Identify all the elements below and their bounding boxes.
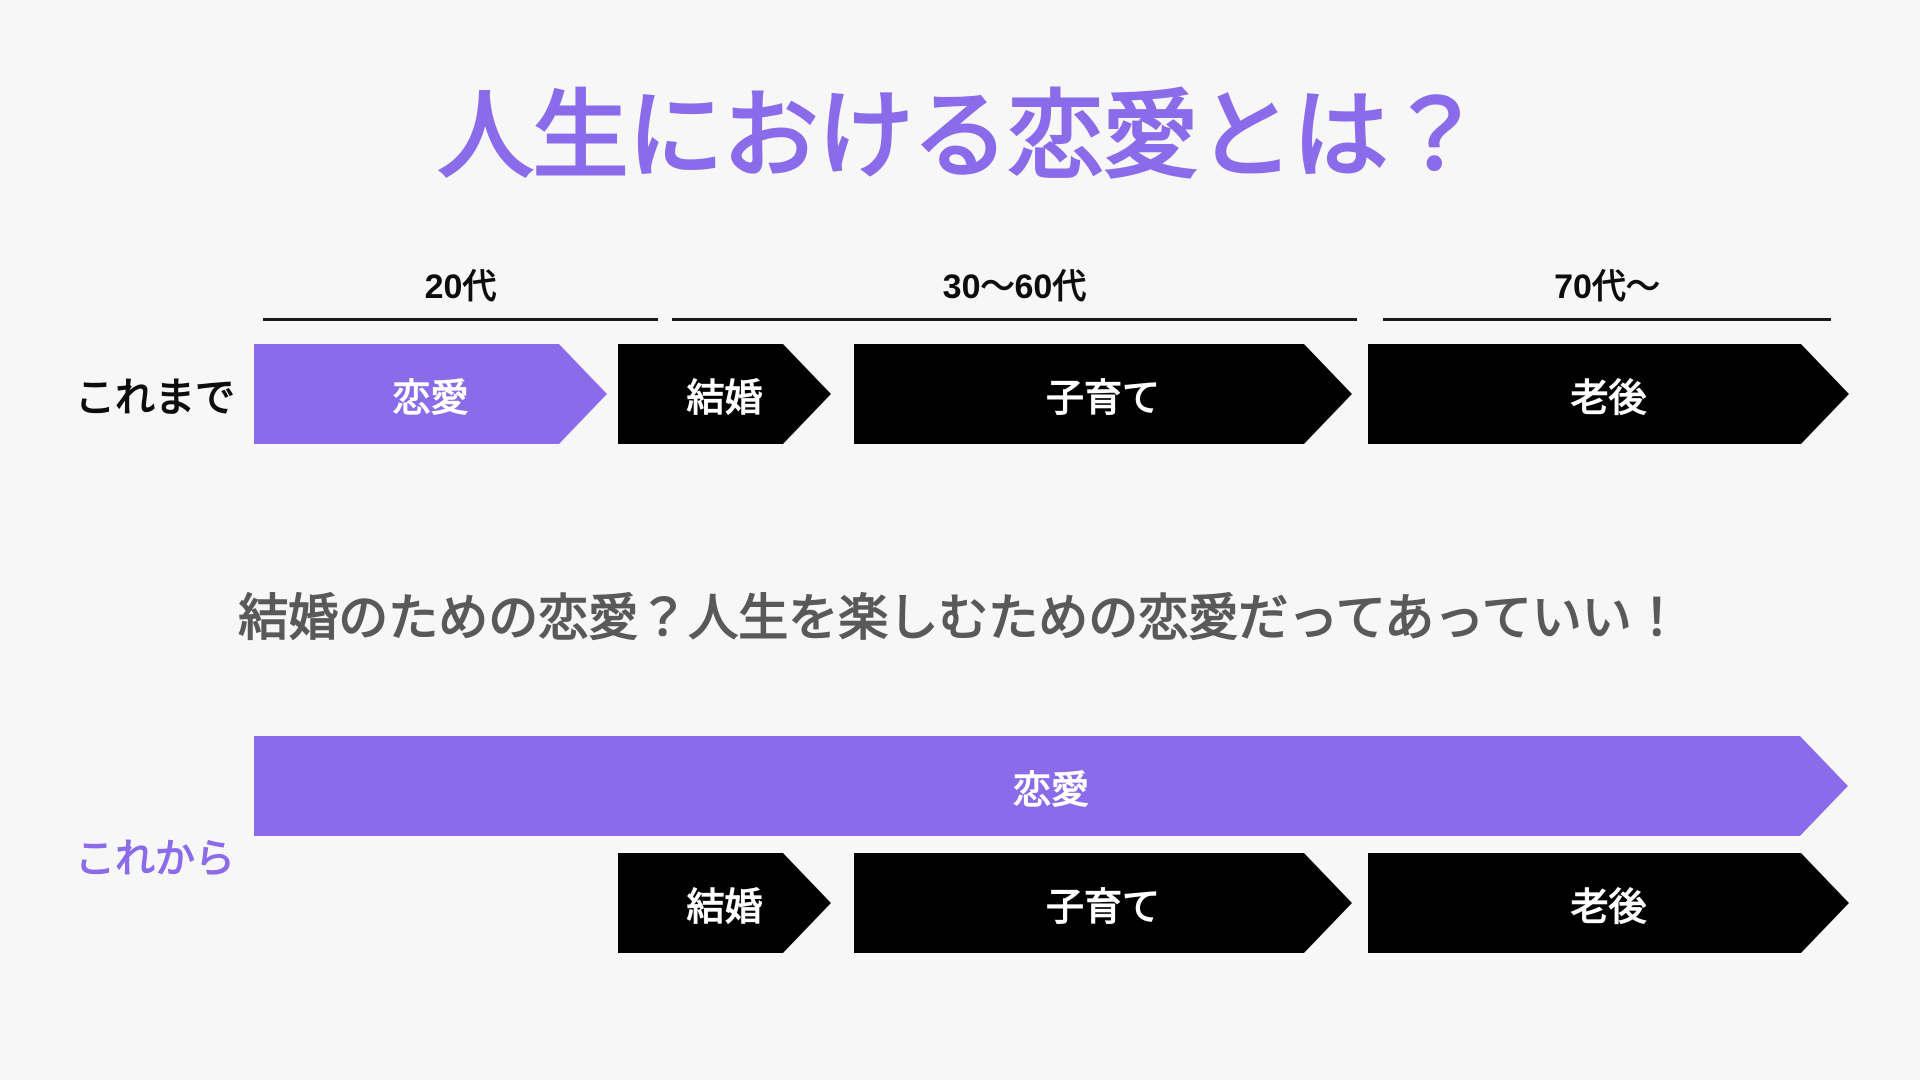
future-stage-label-marriage: 結婚 <box>686 886 763 929</box>
past-stage-arrow-parenting: 子育て <box>854 344 1352 444</box>
future-stage-label-love: 恋愛 <box>1012 769 1089 812</box>
future-stage-arrow-parenting: 子育て <box>854 853 1352 953</box>
past-stage-label-oldage: 老後 <box>1570 377 1647 420</box>
age-axis-label-70s: 70代〜 <box>1554 268 1660 306</box>
age-axis-label-30s-60s: 30〜60代 <box>942 268 1087 306</box>
past-stage-label-love: 恋愛 <box>392 377 469 420</box>
past-row-label: これまで <box>75 376 235 420</box>
page-title: 人生における恋愛とは？ <box>437 83 1484 190</box>
past-stage-arrow-love: 恋愛 <box>254 344 607 444</box>
message-text: 結婚のための恋愛？人生を楽しむための恋愛だってあっていい！ <box>238 590 1682 646</box>
past-stage-arrow-oldage: 老後 <box>1368 344 1849 444</box>
past-stage-label-parenting: 子育て <box>1045 377 1160 420</box>
age-axis-label-20s: 20代 <box>424 268 497 306</box>
age-axis-segment-30s-60s: 30〜60代 <box>672 268 1357 321</box>
age-axis-segment-70s: 70代〜 <box>1383 268 1831 321</box>
future-stage-arrow-oldage: 老後 <box>1368 853 1849 953</box>
past-stage-arrow-marriage: 結婚 <box>618 344 831 444</box>
future-row-label: これから <box>75 837 235 881</box>
future-stage-label-oldage: 老後 <box>1570 886 1647 929</box>
future-stage-label-parenting: 子育て <box>1045 886 1160 929</box>
future-stage-arrow-love: 恋愛 <box>254 736 1848 836</box>
past-stage-label-marriage: 結婚 <box>686 377 763 420</box>
future-stage-arrow-marriage: 結婚 <box>618 853 831 953</box>
age-axis-segment-20s: 20代 <box>263 268 658 321</box>
